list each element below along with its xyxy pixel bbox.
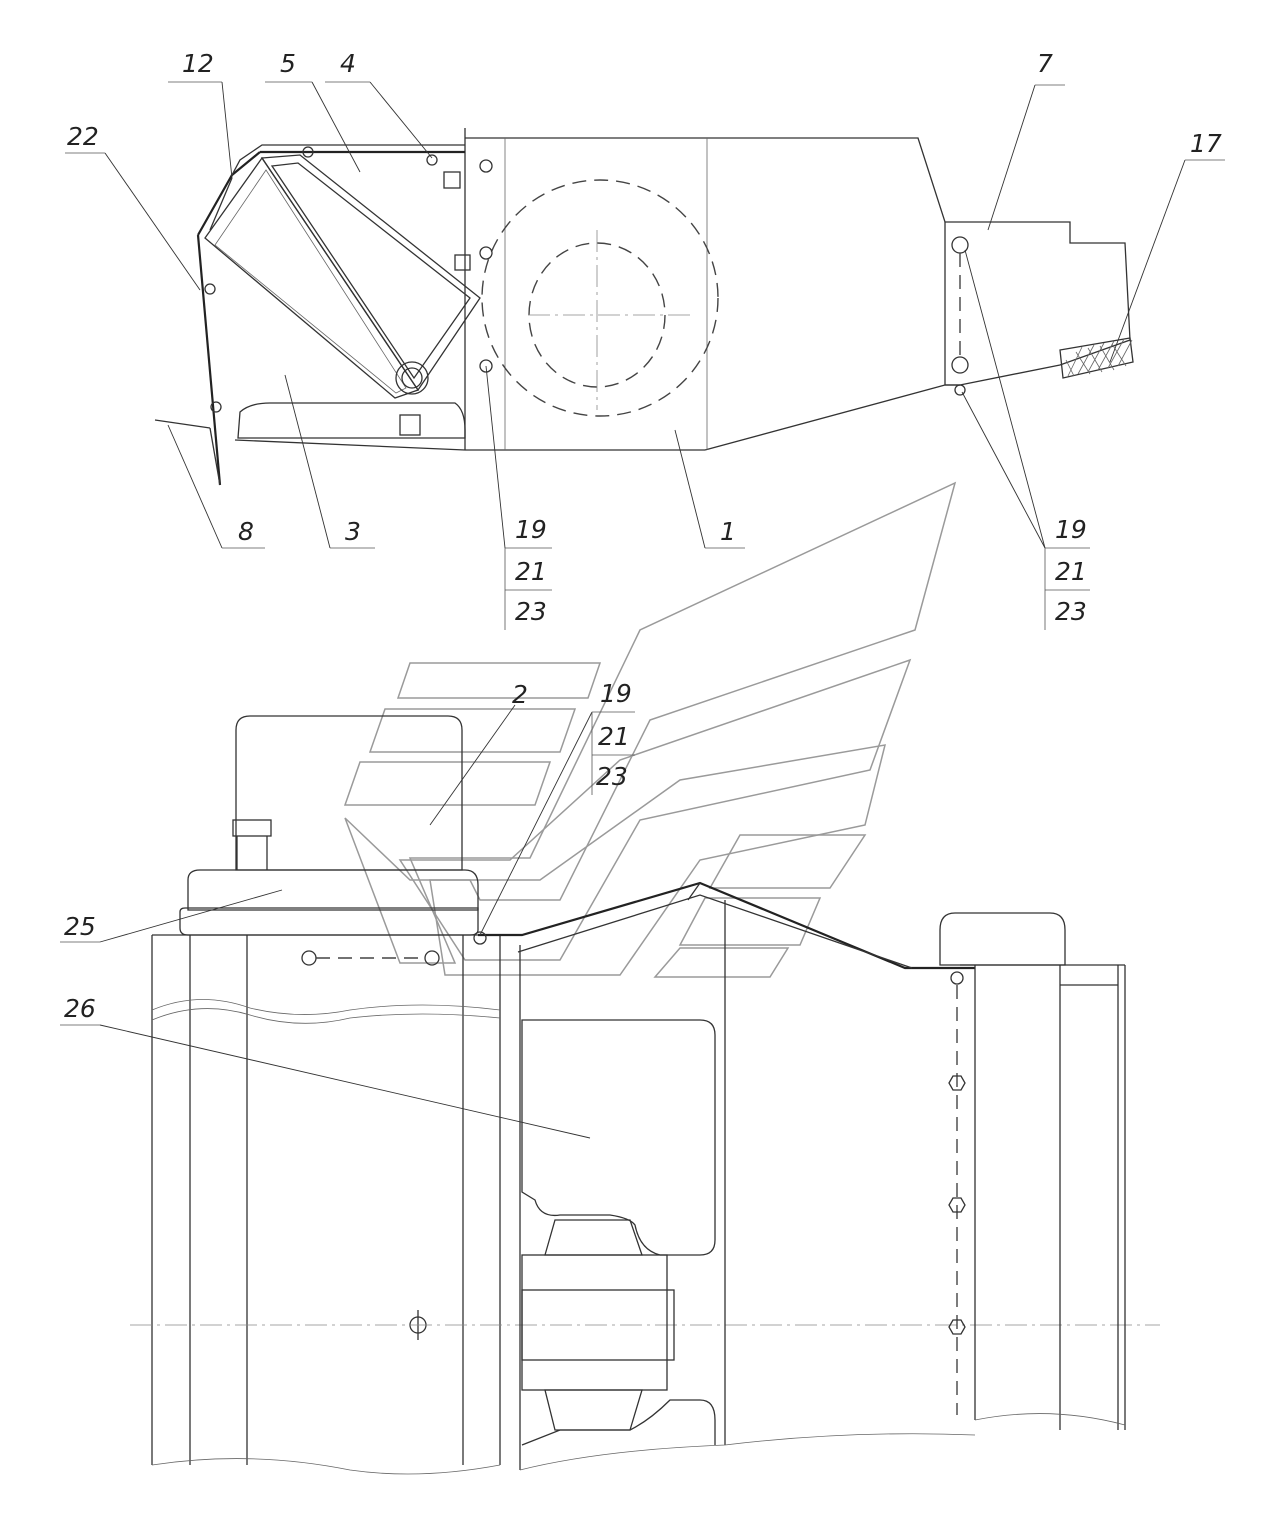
cap-25 <box>187 869 479 911</box>
callout-26: 26 <box>64 994 96 1023</box>
housing-outline <box>465 137 1131 386</box>
top-assembly <box>154 128 1134 486</box>
callout-labels: 12 5 4 7 22 17 8 3 1 19 21 23 19 21 23 1… <box>64 49 1222 1023</box>
callout-19-a: 19 <box>515 515 547 544</box>
box-2 <box>235 715 463 871</box>
bolt-group-top <box>204 146 493 436</box>
callout-23-c: 23 <box>596 762 628 791</box>
callout-12: 12 <box>182 49 214 78</box>
callout-19-c: 19 <box>600 679 632 708</box>
callout-21-b: 21 <box>1055 557 1087 586</box>
nuts-right <box>948 971 966 1335</box>
seal-17 <box>1059 337 1134 379</box>
callout-1: 1 <box>720 517 736 546</box>
filter-element <box>260 154 481 392</box>
watermark-logo <box>343 481 957 978</box>
callout-21-a: 21 <box>515 557 547 586</box>
callout-3: 3 <box>345 517 361 546</box>
callout-23-b: 23 <box>1055 597 1087 626</box>
housing-26 <box>521 1019 716 1256</box>
bottom-assembly <box>130 715 1160 1475</box>
fan-outer-circle <box>481 179 719 417</box>
callout-23-a: 23 <box>515 597 547 626</box>
callout-22: 22 <box>67 122 99 151</box>
callout-17: 17 <box>1190 129 1222 158</box>
cover-panel <box>197 151 261 236</box>
fan-inner-circle <box>528 242 666 388</box>
callout-21-c: 21 <box>598 722 630 751</box>
callout-19-b: 19 <box>1055 515 1087 544</box>
callout-25: 25 <box>64 912 96 941</box>
callout-8: 8 <box>238 517 254 546</box>
callout-7: 7 <box>1037 49 1053 78</box>
callout-5: 5 <box>280 49 296 78</box>
callout-2: 2 <box>512 680 528 709</box>
callout-4: 4 <box>340 49 356 78</box>
leader-lines <box>60 81 1225 1139</box>
